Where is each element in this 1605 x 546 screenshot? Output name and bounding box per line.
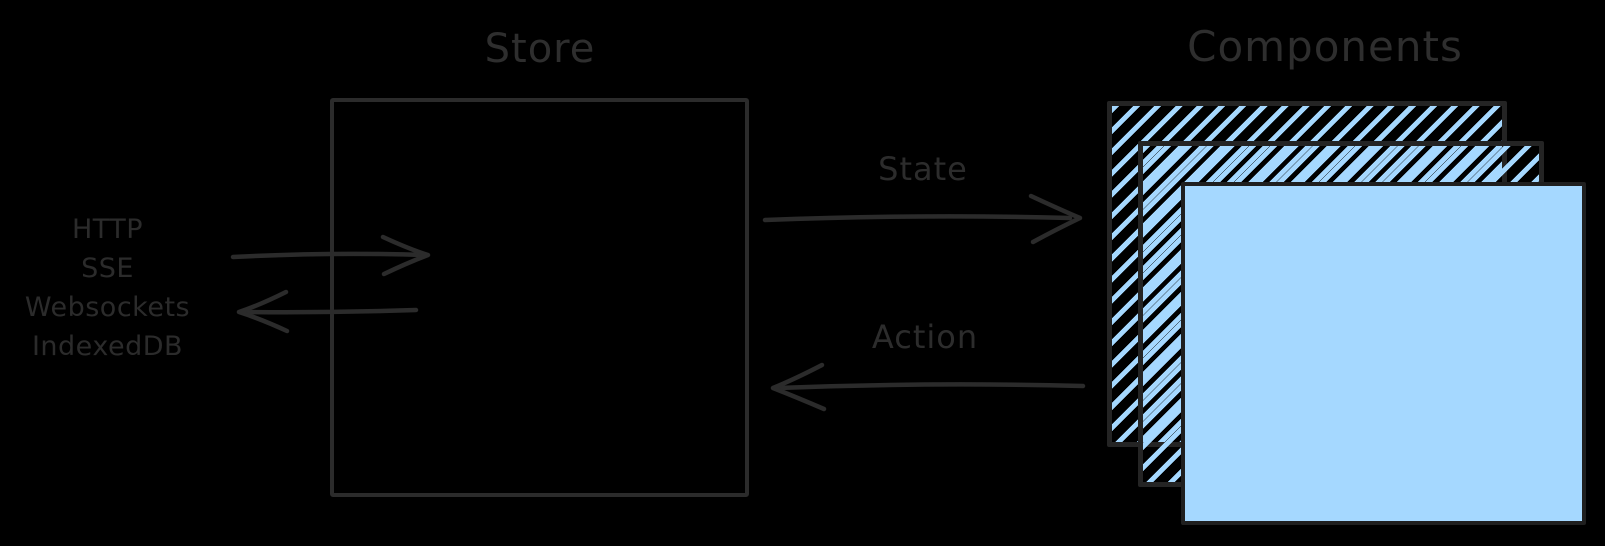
store-box xyxy=(330,98,749,497)
action-arrow-icon xyxy=(770,362,1086,412)
transport-label-http: HTTP xyxy=(71,214,144,245)
transport-label-indexeddb: IndexedDB xyxy=(31,331,184,362)
transport-list: HTTP SSE Websockets IndexedDB xyxy=(5,210,210,366)
state-arrow-icon xyxy=(762,193,1083,245)
components-title: Components xyxy=(1187,22,1463,71)
action-arrow-label: Action xyxy=(871,318,979,356)
component-card-front xyxy=(1181,182,1586,525)
state-arrow-label: State xyxy=(878,150,968,188)
store-title: Store xyxy=(484,26,596,72)
transport-label-websockets: Websockets xyxy=(24,292,191,323)
transport-label-sse: SSE xyxy=(81,253,134,284)
